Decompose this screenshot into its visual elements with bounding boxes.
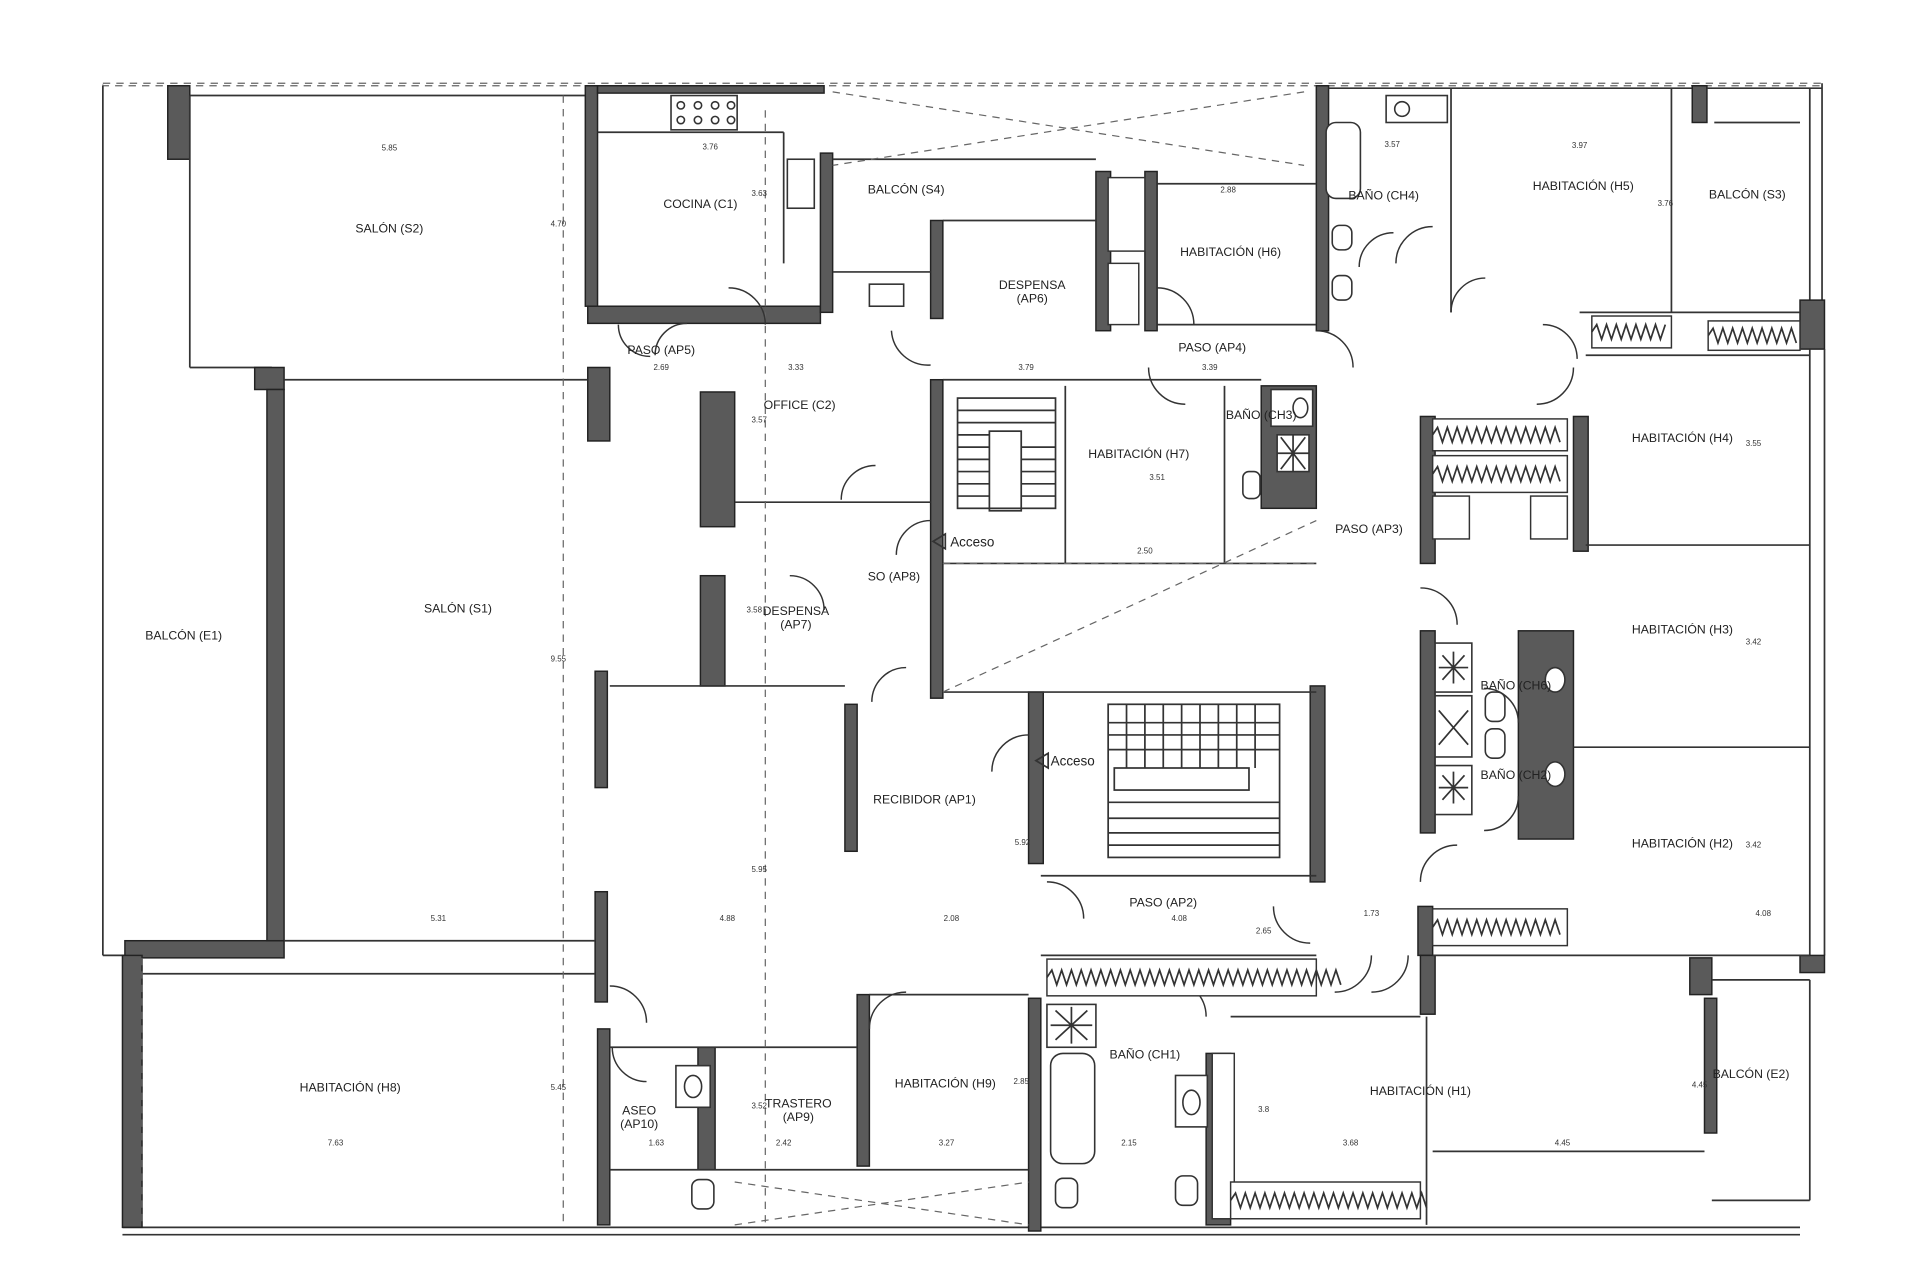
dimension-label: 2.15 <box>1121 1138 1137 1147</box>
dimension-label: 4.08 <box>1171 914 1187 923</box>
dimension-label: 1.63 <box>649 1138 665 1147</box>
room-label: BALCÓN (S3) <box>1709 186 1786 201</box>
room-label: SALÓN (S1) <box>424 600 492 615</box>
stairs-lower <box>1107 703 1281 859</box>
access-label-lower: Acceso <box>1051 754 1095 769</box>
room-label: ASEO(AP10) <box>620 1104 658 1131</box>
dimension-label: 2.88 <box>1220 185 1236 194</box>
room-label: PASO (AP5) <box>627 343 695 357</box>
dimension-label: 2.69 <box>653 363 669 372</box>
room-label: BAÑO (CH3) <box>1226 408 1297 422</box>
dimension-label: 2.85 <box>1013 1077 1029 1086</box>
dimension-label: 3.63 <box>751 189 767 198</box>
room-label: OFFICE (C2) <box>764 398 836 412</box>
dimension-label: 3.55 <box>1746 439 1762 448</box>
room-label: SALÓN (S2) <box>355 221 423 236</box>
room-label: HABITACIÓN (H1) <box>1370 1083 1471 1098</box>
dimension-label: 2.65 <box>1256 926 1272 935</box>
room-label: HABITACIÓN (H7) <box>1088 446 1189 461</box>
room-label: BAÑO (CH2) <box>1481 768 1552 782</box>
dimension-label: 3.52 <box>751 1102 767 1111</box>
dimension-labels: 5.85 3.76 3.57 2.88 3.97 4.70 3.63 3.76 … <box>328 140 1772 1147</box>
dimension-label: 9.55 <box>551 654 567 663</box>
room-label: HABITACIÓN (H5) <box>1533 178 1634 193</box>
dimension-label: 3.68 <box>1343 1138 1359 1147</box>
stairs-upper <box>956 397 1057 512</box>
room-label: BALCÓN (S4) <box>868 182 945 197</box>
dimension-label: 3.57 <box>1385 140 1401 149</box>
ventilation-shafts <box>1050 434 1469 1044</box>
dimension-label: 5.45 <box>551 1083 567 1092</box>
access-markers: Acceso Acceso <box>931 532 1095 770</box>
dimension-label: 4.45 <box>1555 1138 1571 1147</box>
dimension-label: 5.95 <box>751 865 767 874</box>
dimension-label: 5.85 <box>382 144 398 153</box>
room-label: RECIBIDOR (AP1) <box>873 793 976 807</box>
dimension-label: 3.97 <box>1572 141 1588 150</box>
room-label: COCINA (C1) <box>663 197 737 211</box>
dimension-label: 3.27 <box>939 1138 955 1147</box>
room-label: SO (AP8) <box>868 570 920 584</box>
dimension-label: 7.63 <box>328 1138 344 1147</box>
dimension-label: 2.50 <box>1137 547 1153 556</box>
walls <box>121 152 1718 1232</box>
access-label-upper: Acceso <box>950 534 994 549</box>
room-label: DESPENSA(AP7) <box>763 604 830 631</box>
room-labels: SALÓN (S2) COCINA (C1) BALCÓN (S4) DESPE… <box>145 178 1789 1131</box>
room-label: HABITACIÓN (H8) <box>300 1079 401 1094</box>
room-label: BAÑO (CH6) <box>1481 679 1552 693</box>
dimension-label: 4.08 <box>1756 909 1772 918</box>
dimension-label: 3.58 <box>747 605 763 614</box>
dimension-label: 3.33 <box>788 363 804 372</box>
dimension-label: 3.51 <box>1149 473 1165 482</box>
interior-lines <box>142 88 1811 1225</box>
dimension-label: 3.8 <box>1258 1105 1270 1114</box>
room-label: HABITACIÓN (H9) <box>895 1076 996 1091</box>
room-label: HABITACIÓN (H3) <box>1632 621 1733 636</box>
dimension-label: 4.45 <box>1692 1081 1708 1090</box>
dashed-guides <box>141 91 1317 1228</box>
dimension-label: 3.57 <box>751 416 767 425</box>
room-label: HABITACIÓN (H2) <box>1632 836 1733 851</box>
room-label: BALCÓN (E1) <box>145 627 222 642</box>
room-label: HABITACIÓN (H4) <box>1632 430 1733 445</box>
dimension-label: 3.42 <box>1746 841 1762 850</box>
dimension-label: 3.79 <box>1018 363 1034 372</box>
room-label: PASO (AP4) <box>1178 341 1246 355</box>
dimension-label: 3.76 <box>702 142 718 151</box>
dimension-label: 5.92 <box>1015 838 1031 847</box>
closets <box>1046 176 1801 1220</box>
dimension-label: 3.42 <box>1746 637 1762 646</box>
dimension-label: 5.31 <box>431 914 447 923</box>
dimension-label: 1.73 <box>1364 909 1380 918</box>
room-label: TRASTERO(AP9) <box>765 1096 832 1123</box>
room-label: BALCÓN (E2) <box>1713 1066 1790 1081</box>
dimension-label: 3.76 <box>1658 199 1674 208</box>
dimension-label: 4.70 <box>551 220 567 229</box>
room-label: DESPENSA(AP6) <box>999 278 1066 305</box>
dimension-label: 2.42 <box>776 1138 792 1147</box>
room-label: HABITACIÓN (H6) <box>1180 244 1281 259</box>
room-label: PASO (AP3) <box>1335 522 1403 536</box>
dimension-label: 2.08 <box>944 914 960 923</box>
dimension-label: 4.88 <box>720 914 736 923</box>
room-label: BAÑO (CH1) <box>1110 1047 1181 1061</box>
room-label: PASO (AP2) <box>1129 895 1197 909</box>
dimension-label: 3.39 <box>1202 363 1218 372</box>
room-label: BAÑO (CH4) <box>1348 189 1419 203</box>
